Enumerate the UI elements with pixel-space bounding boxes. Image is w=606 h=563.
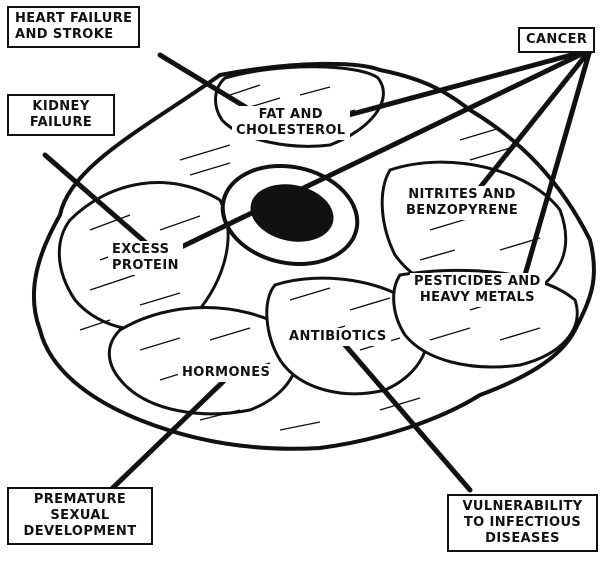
label-heart-failure-stroke: HEART FAILURE AND STROKE <box>7 6 140 48</box>
label-hormones: HORMONES <box>178 364 274 382</box>
label-kidney-failure: KIDNEY FAILURE <box>7 94 115 136</box>
label-antibiotics: ANTIBIOTICS <box>285 328 391 346</box>
label-premature-sexual-development: PREMATURE SEXUAL DEVELOPMENT <box>7 487 153 545</box>
label-vulnerability-infectious-diseases: VULNERABILITY TO INFECTIOUS DISEASES <box>447 494 598 552</box>
label-excess-protein: EXCESS PROTEIN <box>108 241 183 275</box>
label-cancer: CANCER <box>518 27 595 53</box>
label-nitrites-benzopyrene: NITRITES AND BENZOPYRENE <box>402 186 522 220</box>
label-fat-cholesterol: FAT AND CHOLESTEROL <box>232 106 350 140</box>
label-pesticides-heavy-metals: PESTICIDES AND HEAVY METALS <box>410 273 545 307</box>
